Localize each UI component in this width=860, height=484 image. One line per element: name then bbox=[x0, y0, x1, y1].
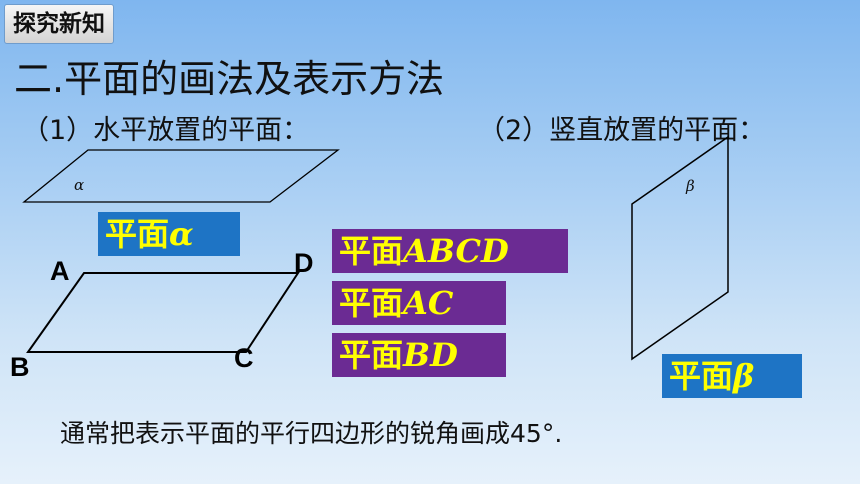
plane-beta-label-box: 平面β bbox=[662, 354, 802, 398]
plane-ac-name: AC bbox=[403, 284, 454, 322]
vertex-a-label: A bbox=[50, 256, 70, 286]
vertex-c-label: C bbox=[234, 343, 254, 373]
plane-alpha-name: α bbox=[169, 215, 194, 253]
parallelogram-abcd bbox=[26, 272, 300, 353]
plane-bd-label-box: 平面BD bbox=[332, 333, 506, 377]
plane-alpha-label-box: 平面α bbox=[98, 212, 240, 256]
plane-abcd-name: ABCD bbox=[403, 232, 509, 270]
plane-ac-label-box: 平面AC bbox=[332, 281, 506, 325]
page-title: 二.平面的画法及表示方法 bbox=[14, 57, 445, 101]
vertical-plane-beta bbox=[631, 135, 729, 361]
plane-abcd-prefix: 平面 bbox=[339, 232, 404, 270]
vertical-plane-caption: （2）竖直放置的平面： bbox=[478, 115, 766, 146]
plane-alpha-prefix: 平面 bbox=[105, 215, 170, 253]
vertex-d-label: D bbox=[294, 248, 314, 278]
beta-label: β bbox=[685, 177, 695, 195]
plane-bd-prefix: 平面 bbox=[339, 336, 404, 374]
plane-beta-name: β bbox=[733, 357, 755, 395]
plane-bd-name: BD bbox=[403, 336, 458, 374]
plane-ac-prefix: 平面 bbox=[339, 284, 404, 322]
horizontal-plane-alpha bbox=[22, 149, 340, 203]
section-tag: 探究新知 bbox=[4, 4, 114, 44]
alpha-label: α bbox=[74, 176, 84, 194]
vertex-b-label: B bbox=[10, 352, 30, 382]
horizontal-plane-caption: （1）水平放置的平面： bbox=[22, 115, 310, 146]
footer-note: 通常把表示平面的平行四边形的锐角画成45°. bbox=[60, 419, 563, 448]
plane-beta-prefix: 平面 bbox=[669, 357, 734, 395]
plane-abcd-label-box: 平面ABCD bbox=[332, 229, 568, 273]
